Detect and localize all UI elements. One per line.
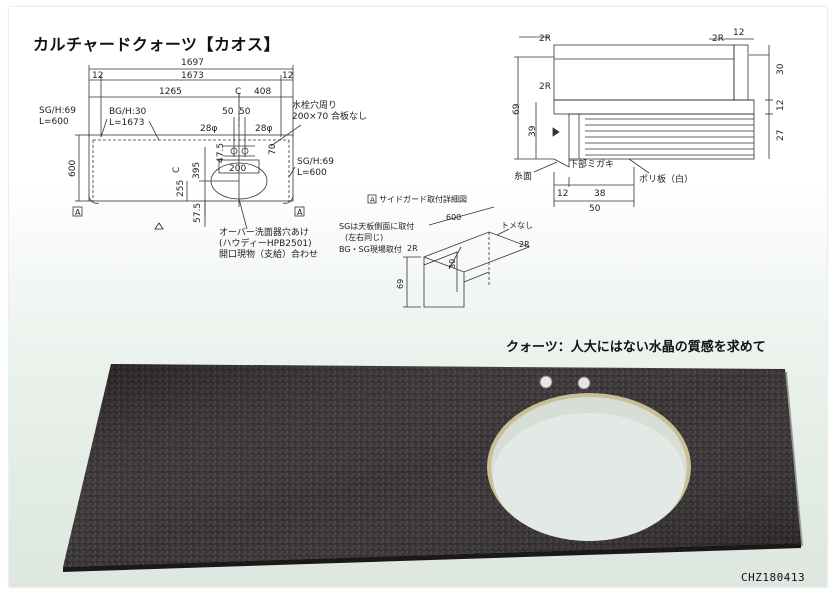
dim-47-5: 47.5 [216,143,226,163]
basin-note-2: (ハウディーHPB2501) [219,237,312,249]
dim-1673: 1673 [181,71,204,81]
section-dim-12-top: 12 [733,28,744,38]
sg-left-height: SG/H:69 [39,106,76,116]
section-dim-12-bottom: 12 [557,189,568,199]
plan-labels: 1697 12 1673 12 1265 C 408 SG/H:69 L=600… [39,58,367,260]
faucet-hole-right [577,376,591,390]
basin-note-1: オーバー洗面器穴あけ [219,226,309,238]
marker-a-right: A [297,208,303,217]
product-code: CHZ180413 [741,571,806,584]
technical-drawing: 1697 12 1673 12 1265 C 408 SG/H:69 L=600… [39,28,803,572]
detail-mitre-none: トメなし [501,221,533,230]
faucet-hole-left [539,375,553,389]
basin-note-3: 開口現物（支給）合わせ [219,248,318,260]
detail-title: サイドガード取付詳細図 [379,194,467,204]
dim-1265: 1265 [159,87,182,97]
detail-r-right: 2R [519,240,530,249]
countertop-photo [63,364,803,572]
section-dim-27: 27 [776,130,786,141]
dim-50a: 50 [222,107,234,117]
marker-a-left: A [75,208,81,217]
plan-view [75,65,302,230]
detail-dim-600: 600 [446,213,461,222]
section-dim-69: 69 [512,103,522,115]
dim-408: 408 [254,87,271,97]
dim-57-5: 57.5 [193,203,203,223]
detail-r-left: 2R [407,244,418,253]
faucet-note-2: 200×70 合板なし [292,110,367,122]
section-dim-39: 39 [528,125,538,137]
section-dim-38: 38 [594,189,606,199]
section-edge-label: 糸面 [514,170,532,182]
dim-255: 255 [176,180,186,197]
side-guard-detail [403,206,531,308]
dim-200: 200 [229,164,246,174]
product-tagline: クォーツ：人大にはない水晶の質感を求めて [506,340,766,355]
dim-70: 70 [268,143,278,155]
side-guard-labels: A サイドガード取付詳細図 600 トメなし SGは天板側面に取付 (左右同じ)… [339,194,533,289]
detail-note-1: SGは天板側面に取付 [339,221,414,231]
sg-right-length: L=600 [297,168,327,178]
faucet-note-1: 水栓穴周り [292,99,337,111]
section-dim-30: 30 [776,63,786,75]
dim-395: 395 [192,162,202,179]
section-poly-board: ポリ板（白） [639,173,693,185]
detail-note-2: (左右同じ) [345,232,383,242]
detail-marker-a: A [370,196,375,204]
detail-note-3: BG・SG現場取付 [339,244,402,254]
detail-dim-69: 69 [396,279,405,289]
dim-c: C [235,87,241,97]
detail-dim-30: 30 [448,259,457,269]
section-r-mid: 2R [539,82,551,92]
dim-12-right: 12 [282,71,293,81]
product-title: カルチャードクォーツ【カオス】 [33,35,281,54]
section-dim-50: 50 [589,204,601,214]
hole-28a: 28φ [200,124,217,134]
dim-600: 600 [68,160,78,177]
dim-50b: 50 [239,107,251,117]
dim-1697: 1697 [181,58,204,68]
bg-length: L=1673 [109,118,144,128]
hole-28b: 28φ [255,124,272,134]
dim-12-left: 12 [92,71,103,81]
dim-c2: C [172,167,182,173]
section-view [514,36,773,207]
section-labels: 2R 2R 12 30 2R 69 12 39 27 糸面 下部ミガキ ポリ板（… [512,28,786,214]
section-dim-12-mid: 12 [776,100,786,111]
bg-height: BG/H:30 [109,107,147,117]
section-bottom-mitre: 下部ミガキ [569,158,614,170]
sg-left-length: L=600 [39,117,69,127]
sg-right-height: SG/H:69 [297,157,334,167]
drawing-sheet: カルチャードクォーツ【カオス】 [9,7,827,587]
section-r-top-left: 2R [539,34,551,44]
section-r-top-right: 2R [712,34,724,44]
